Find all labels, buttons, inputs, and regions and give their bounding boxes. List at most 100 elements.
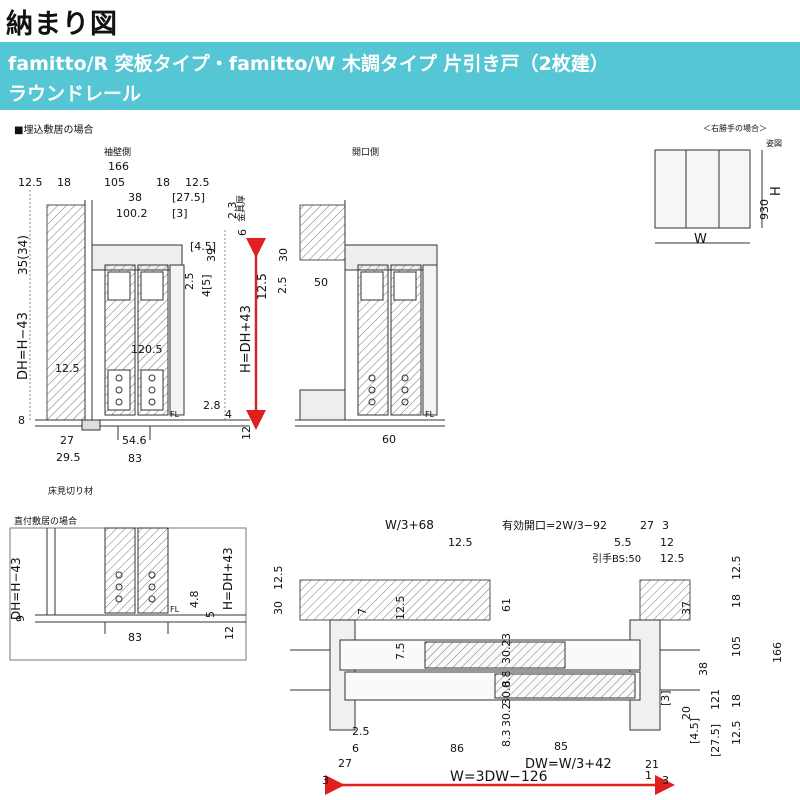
dim-18a: 18 <box>57 176 71 189</box>
dim-12-5-open: 12.5 <box>255 273 269 300</box>
dim-8: 8 <box>18 414 25 427</box>
dim-27: 27 <box>60 434 74 447</box>
dim-4-8-bl: 4.8 <box>188 591 201 609</box>
dim-27-5: [27.5] <box>172 191 205 204</box>
dim-2-3: 2.3 <box>226 202 239 220</box>
dim-3: [3] <box>172 207 188 220</box>
dim-dh-bl: DH=H−43 <box>9 557 23 620</box>
dim-100-2: 100.2 <box>116 207 148 220</box>
dim-h: H=DH+43 <box>239 305 254 373</box>
dim-85-plan: 85 <box>554 740 568 753</box>
dim-1-plan: 1 <box>645 769 652 782</box>
dim-83: 83 <box>128 452 142 465</box>
dim-5-bl: 5 <box>204 611 217 618</box>
dim-12-5a: 12.5 <box>18 176 43 189</box>
dim-2-5: 2.5 <box>183 273 196 291</box>
section-embedded-label: ■埋込敷居の場合 <box>14 125 94 136</box>
dim-21-plan: 21 <box>645 758 659 771</box>
elevation-930: 930 <box>758 199 771 220</box>
dim-166: 166 <box>108 160 129 173</box>
dim-27-5-plan: [27.5] <box>709 724 722 757</box>
dim-12-5a-plan: 12.5 <box>448 536 473 549</box>
dim-18a-plan: 18 <box>730 594 743 608</box>
elevation-w: W <box>694 232 707 247</box>
dim-6-plan: 6 <box>352 742 359 755</box>
dim-w-plan: W=3DW−126 <box>450 769 548 785</box>
dim-83-bl: 83 <box>128 631 142 644</box>
dim-2-5-open: 2.5 <box>276 277 289 295</box>
dim-4-5-plan: [4.5] <box>688 718 701 744</box>
dim-7-5-plan: 7.5 <box>394 643 407 661</box>
dim-30-2a-plan: 30.2 <box>500 640 513 665</box>
dim-18b: 18 <box>156 176 170 189</box>
dim-30-open: 30 <box>277 248 290 262</box>
dim-20-plan: 20 <box>680 706 693 720</box>
dim-166-plan: 166 <box>771 642 784 663</box>
dim-12-5-left: 12.5 <box>272 566 285 591</box>
dim-35-34: 35(34) <box>16 235 30 275</box>
dim-4-5: [4.5] <box>190 240 216 253</box>
dim-30-plan: 30 <box>272 601 285 615</box>
banner-line-1: famitto/R 突板タイプ・famitto/W 木調タイプ 片引き戸（2枚建… <box>8 53 609 75</box>
dim-86-plan: 86 <box>450 742 464 755</box>
dim-105-plan: 105 <box>730 636 743 657</box>
dim-5-5-plan: 5.5 <box>614 536 632 549</box>
pull-bs-label: 引手BS:50 <box>592 552 641 565</box>
dim-4: 4 <box>225 408 232 421</box>
section-surface-label: 直付敷居の場合 <box>14 517 78 527</box>
dim-12-5b-plan: 12.5 <box>660 552 685 565</box>
section-opening-drawing <box>295 200 445 427</box>
dim-50-open: 50 <box>314 276 328 289</box>
dim-3b-plan: [3] <box>659 690 672 706</box>
dim-37-plan: 37 <box>680 601 693 615</box>
dim-12: 12 <box>240 426 253 440</box>
page-title: 納まり図 <box>6 9 118 40</box>
elevation-drawing <box>654 149 763 244</box>
dim-61-plan: 61 <box>500 598 513 612</box>
dim-18b-plan: 18 <box>730 694 743 708</box>
hardware-thickness-label: 金具厚 <box>235 195 247 222</box>
sode-side-label: 袖壁側 <box>104 148 132 158</box>
dim-27-plan: 27 <box>640 519 654 532</box>
dim-121-plan: 121 <box>709 689 722 710</box>
dim-effective-opening: 有効開口=2W/3−92 <box>502 518 607 532</box>
dim-105: 105 <box>104 176 125 189</box>
dim-4-5b: 4[5] <box>200 274 213 297</box>
dim-27b-plan: 27 <box>338 757 352 770</box>
fl-label-3: FL <box>170 605 180 614</box>
plan-drawing <box>290 579 700 731</box>
right-hand-label: ＜右勝手の場合＞ <box>703 124 767 133</box>
dim-38: 38 <box>128 191 142 204</box>
dim-54-6: 54.6 <box>122 434 147 447</box>
dim-3-plan-r: 3 <box>500 633 513 640</box>
dim-30-2b-plan: 30.2 <box>500 703 513 728</box>
opening-side-label: 開口側 <box>352 148 380 158</box>
dim-3l-plan: 3 <box>322 774 329 787</box>
dim-3r-plan: 3 <box>662 774 669 787</box>
dim-12-5c-plan: 12.5 <box>730 721 743 746</box>
dim-120-5: 120.5 <box>131 343 163 356</box>
dim-12-5b: 12.5 <box>185 176 210 189</box>
dim-2-8: 2.8 <box>203 399 221 412</box>
dim-8-3-plan: 8.3 <box>500 730 513 748</box>
dim-12-5c: 12.5 <box>55 362 80 375</box>
fl-label-1: FL <box>170 410 180 419</box>
dim-2-5-plan: 2.5 <box>352 725 370 738</box>
dim-dh: DH=H−43 <box>16 312 31 380</box>
dim-30-8-plan: 30.8 <box>500 681 513 706</box>
section-sode-drawing <box>29 190 250 440</box>
floor-trim-label: 床見切り材 <box>48 487 94 497</box>
banner-line-2: ラウンドレール <box>8 83 142 105</box>
dim-9-bl: 9 <box>14 615 27 622</box>
dim-7-plan: 7 <box>356 608 369 615</box>
dim-29-5: 29.5 <box>56 451 81 464</box>
dim-12-plan: 12 <box>660 536 674 549</box>
fl-label-2: FL <box>425 410 435 419</box>
dim-0-8-plan: 0.8 <box>500 671 513 689</box>
dim-60-open: 60 <box>382 433 396 446</box>
dim-w3-68: W/3+68 <box>385 518 434 532</box>
dim-6: 6 <box>236 229 249 236</box>
dim-39: 39 <box>205 248 218 262</box>
dim-h-bl: H=DH+43 <box>221 547 235 610</box>
